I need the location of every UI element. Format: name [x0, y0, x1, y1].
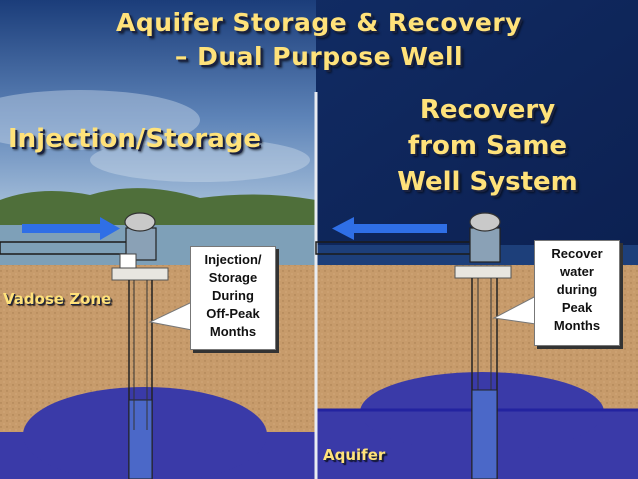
title-line-1: Aquifer Storage & Recovery [116, 8, 522, 37]
inflow-arrow [22, 217, 120, 240]
outflow-arrow [332, 217, 447, 240]
aquifer-label: Aquifer [323, 446, 386, 464]
injection-callout: Injection/ Storage During Off-Peak Month… [190, 246, 276, 350]
well-cap [469, 212, 501, 232]
callout-line: Storage [208, 270, 258, 285]
callout-line: During [212, 288, 254, 303]
callout-line: Months [209, 324, 257, 339]
recovery-heading: Recovery from Same Well System [380, 92, 595, 200]
callout-line: water [560, 264, 594, 279]
callout-line: Months [553, 318, 601, 333]
cloud [90, 138, 310, 182]
recovery-heading-line-1: Recovery [419, 95, 556, 125]
recovery-callout: Recover water during Peak Months [534, 240, 620, 346]
callout-line: Recover [551, 246, 603, 261]
sky-left [0, 0, 316, 215]
callout-line: during [556, 282, 598, 297]
recovery-well [315, 212, 512, 479]
slide-title: Aquifer Storage & Recovery – Dual Purpos… [0, 6, 638, 74]
injection-storage-heading: Injection/Storage [8, 124, 261, 154]
cloud [0, 90, 200, 150]
well-cap [124, 212, 156, 232]
injection-well [0, 212, 169, 479]
callout-line: Peak [561, 300, 593, 315]
title-line-2: – Dual Purpose Well [174, 42, 464, 71]
recovery-heading-line-2: from Same [407, 131, 568, 161]
vadose-zone-label: Vadose Zone [3, 290, 112, 308]
callout-line: Off-Peak [206, 306, 260, 321]
callout-line: Injection/ [204, 252, 262, 267]
hills-left [0, 188, 316, 225]
recovery-heading-line-3: Well System [397, 167, 578, 197]
